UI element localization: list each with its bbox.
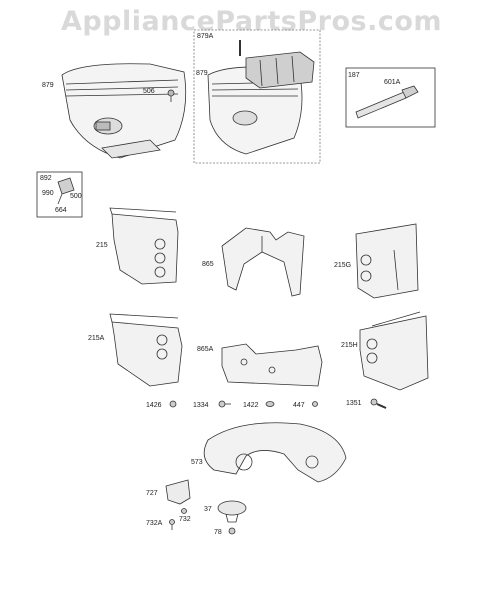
label-215: 215 [96, 242, 108, 249]
label-1334: 1334 [193, 402, 209, 409]
bracket-727-part [165, 479, 191, 514]
label-215H: 215H [341, 342, 358, 349]
label-37: 37 [204, 506, 212, 513]
label-601A: 601A [384, 79, 401, 86]
label-727: 727 [146, 490, 158, 497]
label-879: 879 [42, 82, 54, 89]
label-664: 664 [55, 207, 67, 214]
label-573: 573 [191, 459, 203, 466]
label-865A: 865A [197, 346, 214, 353]
label-990: 990 [42, 190, 54, 197]
hardware-1351-part [370, 398, 387, 409]
label-215G: 215G [334, 262, 352, 269]
label-1422: 1422 [243, 402, 259, 409]
tube-187-box [345, 67, 436, 128]
label-879A: 879A [197, 33, 214, 40]
air-guide-215G-part [355, 223, 419, 299]
label-1426: 1426 [146, 402, 162, 409]
label-865: 865 [202, 261, 214, 268]
label-447: 447 [293, 402, 305, 409]
back-plate-573-part [203, 422, 347, 483]
air-guide-215H-part [359, 311, 429, 391]
part-78 [228, 527, 236, 535]
tube-601A-part [355, 85, 419, 119]
blower-housing-kit-part [207, 40, 315, 155]
hardware-447-part [312, 401, 318, 407]
screw-732A-part [169, 519, 175, 530]
air-guide-215A-part [109, 313, 183, 387]
screw-506-part [167, 89, 175, 102]
watermark: AppliancePartsPros.com [60, 6, 443, 37]
connector-892-box [36, 171, 83, 218]
kit-879A-box [193, 29, 321, 164]
label-732A: 732A [146, 520, 163, 527]
label-892: 892 [40, 175, 52, 182]
label-1351: 1351 [346, 400, 362, 407]
label-732: 732 [179, 516, 191, 523]
label-187: 187 [348, 72, 360, 79]
label-500: 500 [70, 193, 82, 200]
blower-housing-cover-part [61, 63, 187, 159]
air-guide-865-part [221, 227, 305, 297]
air-guide-865A-part [221, 343, 323, 387]
hardware-1426-part [169, 400, 177, 408]
connector-990-part [57, 177, 75, 205]
hardware-1422-part [265, 401, 275, 407]
label-879-kit: 879 [196, 70, 208, 77]
air-guide-215-part [109, 207, 179, 285]
label-215A: 215A [88, 335, 105, 342]
label-78: 78 [214, 529, 222, 536]
label-506: 506 [143, 88, 155, 95]
hardware-1334-part [218, 400, 231, 408]
part-37 [217, 500, 247, 523]
